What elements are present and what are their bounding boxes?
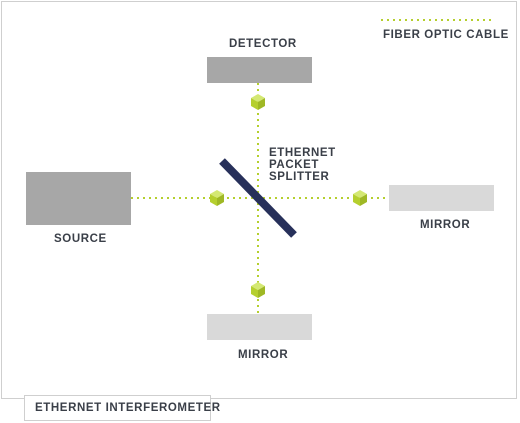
detector-label: DETECTOR bbox=[229, 38, 297, 50]
diagram-frame bbox=[1, 1, 517, 399]
packet-icon-top bbox=[251, 94, 265, 110]
mirror-right-block bbox=[389, 185, 494, 211]
splitter-label-line-1: ETHERNET bbox=[269, 147, 336, 159]
legend-label: FIBER OPTIC CABLE bbox=[383, 29, 509, 41]
mirror-right-label: MIRROR bbox=[420, 219, 471, 231]
splitter-label-line-3: SPLITTER bbox=[269, 171, 330, 183]
source-block bbox=[26, 172, 131, 225]
mirror-bottom-block bbox=[207, 314, 312, 340]
ethernet-packet-splitter bbox=[219, 158, 297, 238]
detector-block bbox=[207, 57, 312, 83]
caption-tab bbox=[24, 395, 211, 421]
packet-icon-left bbox=[210, 190, 224, 206]
packet-icon-bottom bbox=[251, 282, 265, 298]
mirror-bottom-label: MIRROR bbox=[238, 349, 289, 361]
diagram-caption: ETHERNET INTERFEROMETER bbox=[35, 402, 221, 414]
source-label: SOURCE bbox=[54, 233, 107, 245]
splitter-label-line-2: PACKET bbox=[269, 159, 320, 171]
packet-icon-right bbox=[353, 190, 367, 206]
